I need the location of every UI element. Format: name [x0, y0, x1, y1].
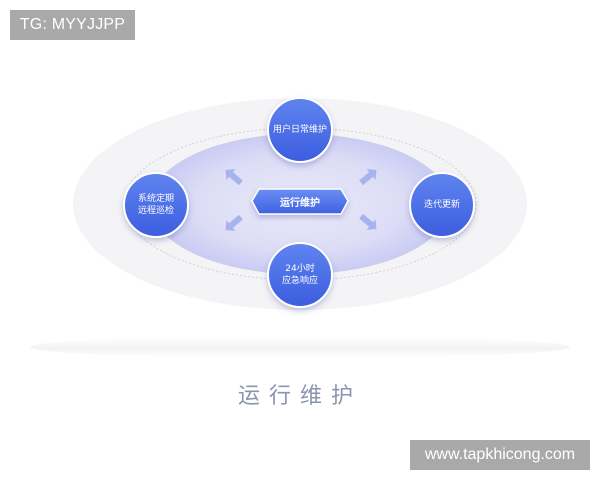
node-left-line-2: 远程巡检: [137, 206, 174, 216]
node-top-line-1: 用户日常维护: [272, 125, 327, 135]
node-bottom-line-2: 应急响应: [281, 276, 318, 286]
diagram-caption: 运行维护: [237, 384, 362, 409]
node-right-line-1: 迭代更新: [423, 200, 460, 210]
arrow-down-right-icon: [359, 213, 377, 230]
node-top-label: 用户日常维护: [268, 98, 332, 162]
arrow-up-right-icon: [359, 169, 377, 186]
hub-label: 运行维护: [252, 189, 348, 214]
watermark-tg-badge: TG: MYYJJPP: [10, 10, 135, 40]
hub-label-text: 运行维护: [280, 198, 320, 209]
node-left-label: 系统定期 远程巡检: [124, 173, 188, 237]
watermark-site-text: www.tapkhicong.com: [424, 446, 576, 463]
hub-hexagon: [251, 188, 349, 215]
watermark-site-badge: www.tapkhicong.com: [410, 440, 590, 470]
floor-shadow: [30, 336, 570, 358]
arrow-up-left-icon: [225, 169, 243, 186]
node-right-circle: [409, 172, 475, 238]
node-bottom-circle: [267, 242, 333, 308]
node-bottom-label: 24小时 应急响应: [268, 243, 332, 307]
arrow-down-left-icon: [225, 214, 243, 231]
node-right-label: 迭代更新: [410, 173, 474, 237]
node-bottom-line-1: 24小时: [285, 264, 315, 274]
watermark-tg-text: TG: MYYJJPP: [19, 16, 126, 33]
node-left-line-1: 系统定期: [137, 194, 174, 204]
node-top-circle: [267, 97, 333, 163]
node-left-circle: [123, 172, 189, 238]
